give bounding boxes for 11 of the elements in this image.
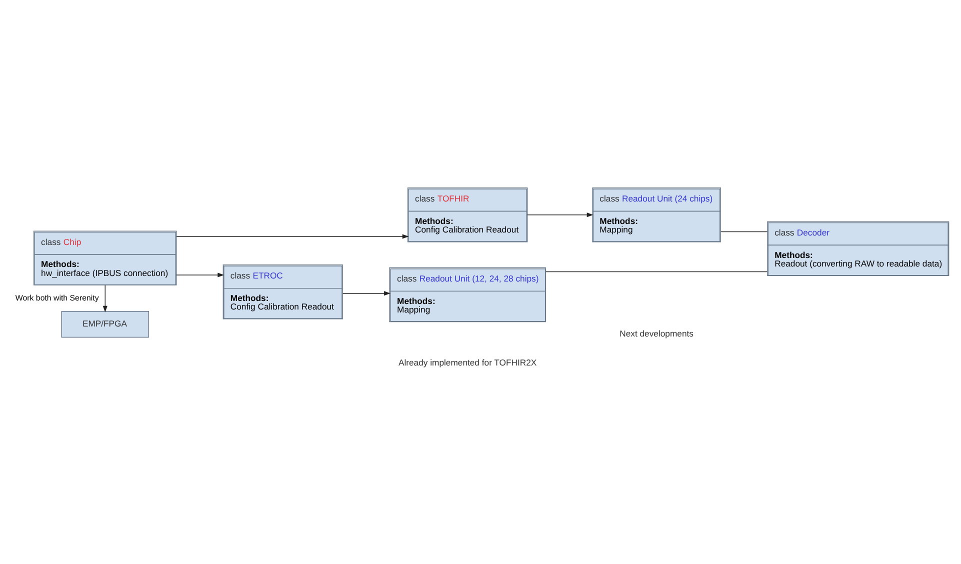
connector [546,271,768,272]
arrow [102,284,108,312]
connector [720,231,768,232]
label: Already implemented for TOFHIR2X [398,357,537,368]
arrow [342,291,391,296]
arrow [527,212,594,218]
arrow [176,272,224,278]
label: Next developments [620,328,694,339]
arrow [176,234,409,239]
edge-label: Work both with Serenity [15,293,99,302]
node-box: EMP/FPGA [61,310,150,338]
